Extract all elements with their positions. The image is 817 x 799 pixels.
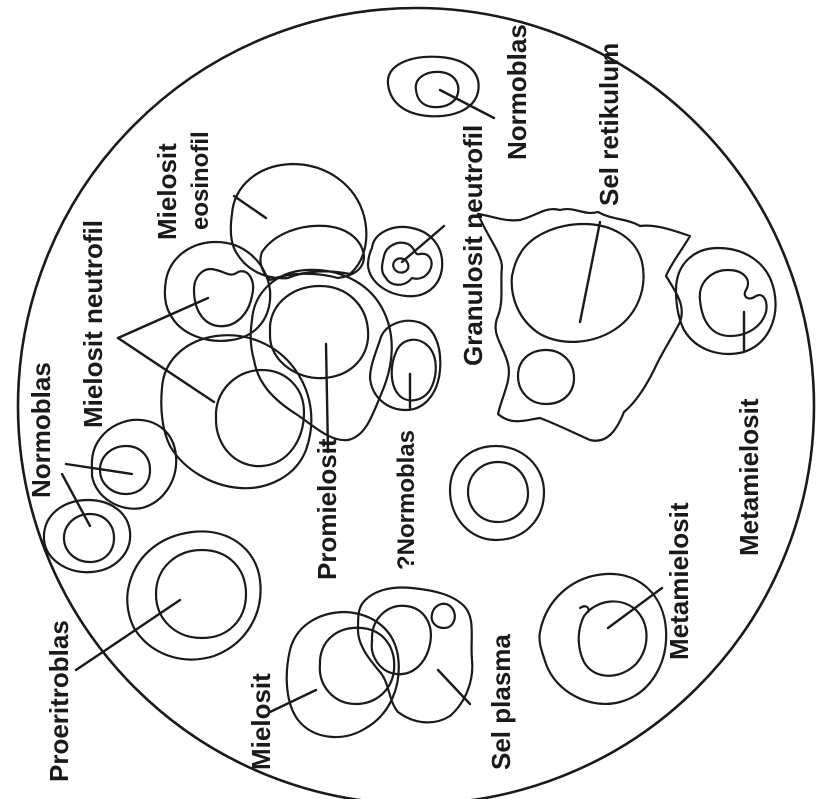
label-metamielosit-bottom: Metamielosit	[664, 502, 694, 660]
label-sel-plasma: Sel plasma	[486, 634, 516, 770]
label-mielosit-eosinofil-line2: eosinofil	[187, 131, 214, 230]
leader-mielosit-neutrofil-a	[118, 298, 208, 338]
cell-metamielosit-right	[676, 248, 776, 354]
label-promielosit: Promielosit	[312, 438, 342, 580]
label-sel-retikulum: Sel retikulum	[594, 43, 624, 206]
cell-center-round	[450, 446, 544, 540]
label-granulosit-neutrofil: Granulosit neutrofil	[458, 125, 488, 366]
cell-proeritroblas	[127, 531, 260, 659]
label-mielosit: Mielosit	[246, 673, 276, 770]
cell-metamielosit-bottom	[539, 574, 666, 704]
cell-mielosit-neutrofil-lower	[161, 335, 311, 488]
microscope-field-circle	[18, 8, 814, 799]
label-metamielosit-right: Metamielosit	[734, 398, 764, 556]
cell-mielosit-eosinofil	[231, 164, 367, 280]
cell-normoblas-left-upper	[92, 420, 176, 509]
label-normoblas-center: ?Normoblas	[393, 430, 420, 570]
cell-sel-retikulum	[478, 209, 690, 441]
cell-sel-plasma	[358, 588, 472, 723]
leader-normoblas-left-a	[66, 464, 132, 474]
leader-sel-retikulum	[580, 222, 600, 322]
label-mielosit-neutrofil: Mielosit neutrofil	[78, 220, 108, 428]
leader-mielosit-neutrofil-b	[118, 338, 214, 402]
leader-metamielosit-bottom	[608, 588, 662, 628]
leader-sel-plasma	[438, 670, 470, 704]
label-normoblas-top: Normoblas	[502, 24, 532, 160]
cell-promielosit	[251, 270, 392, 440]
cell-mielosit-neutrofil-upper	[165, 242, 270, 341]
label-proeritroblas: Proeritroblas	[44, 620, 74, 782]
label-mielosit-eosinofil-line1: Mielosit	[152, 143, 182, 240]
leader-mielosit-eosinofil	[234, 196, 266, 218]
cell-normoblas-top	[388, 57, 479, 117]
leader-mielosit	[270, 690, 316, 712]
cell-normoblas-left-lower	[44, 500, 130, 572]
label-normoblas-left: Normoblas	[26, 362, 56, 498]
